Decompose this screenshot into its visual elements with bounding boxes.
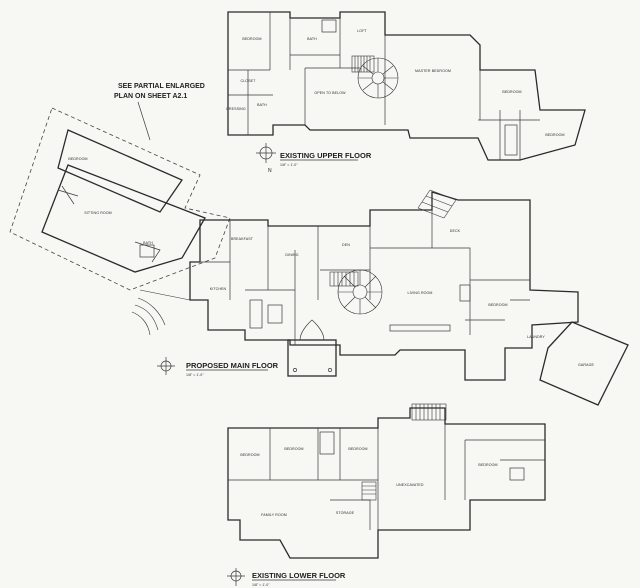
room-label: BATH (307, 37, 317, 41)
room-label: KITCHEN (210, 287, 227, 291)
room-label: DEN (342, 243, 350, 247)
upper-bath-fixture (321, 19, 337, 33)
room-label: FAMILY ROOM (261, 513, 287, 517)
upper-floor-outline (227, 11, 586, 161)
room-label: LOFT (357, 29, 367, 33)
upper-floor-interior-walls (228, 12, 540, 160)
room-label: BATH (257, 103, 267, 107)
room-label: LIVING ROOM (407, 291, 432, 295)
room-label: DRESSING (226, 107, 246, 111)
room-label: BEDROOM (242, 37, 261, 41)
main-floor-outline (189, 191, 579, 381)
upper-floor-scale: 1/8" = 1'-0" (280, 163, 298, 167)
sitting-room-interior (57, 185, 161, 263)
upper-stair-run (351, 55, 375, 73)
room-label: LAUNDRY (527, 335, 545, 339)
lower-stair-run (411, 403, 447, 421)
note-line-1: SEE PARTIAL ENLARGED (118, 83, 205, 90)
room-label: SITTING ROOM (84, 211, 112, 215)
new-bedroom-wing (57, 129, 183, 213)
main-floor-title: PROPOSED MAIN FLOOR (186, 361, 279, 370)
room-label: UNEXCAVATED (396, 483, 424, 487)
room-label: MASTER BEDROOM (415, 69, 451, 73)
north-label: N (268, 168, 272, 174)
room-label: OPEN TO BELOW (314, 91, 346, 95)
room-label: BEDROOM (68, 157, 87, 161)
enlarged-plan-boundary (9, 107, 231, 291)
lower-floor-outline (227, 407, 546, 559)
note-line-2: PLAN ON SHEET A2.1 (114, 93, 187, 100)
exterior-stair-top (417, 189, 457, 219)
living-room-hearth (389, 324, 451, 332)
room-label: DINING (285, 253, 298, 257)
room-label: DECK (450, 229, 461, 233)
garage-outline (539, 321, 629, 406)
main-floor-plan: BEDROOM SITTING ROOM BATH BREAKFAST KITC… (9, 107, 629, 406)
upper-bath-fixture-east (504, 124, 518, 156)
entry-doors (299, 319, 325, 341)
upper-floor-plan: BEDROOM BATH LOFT CLOSET DRESSING BATH O… (226, 11, 586, 174)
partial-plan-note: SEE PARTIAL ENLARGED PLAN ON SHEET A2.1 (114, 83, 205, 141)
room-label: BEDROOM (240, 453, 259, 457)
lower-bath-fixture (319, 431, 335, 455)
room-label: STORAGE (336, 511, 355, 515)
room-label: BEDROOM (545, 133, 564, 137)
lower-bath-fixture-east (509, 467, 525, 481)
main-floor-interior-walls (200, 210, 530, 345)
new-sitting-room (41, 164, 206, 273)
room-label: GARAGE (578, 363, 594, 367)
room-label: BEDROOM (284, 447, 303, 451)
main-north-icon (157, 357, 175, 375)
note-leader-line (137, 101, 151, 141)
upper-floor-title: EXISTING UPPER FLOOR (280, 151, 372, 160)
room-label: BREAKFAST (231, 237, 254, 241)
kitchen-island (267, 304, 283, 324)
lower-floor-scale: 1/8" = 1'-0" (252, 583, 270, 587)
kitchen-counter (249, 299, 263, 329)
room-label: BEDROOM (478, 463, 497, 467)
lower-north-icon (227, 568, 245, 586)
lower-floor-plan: BEDROOM BEDROOM BEDROOM FAMILY ROOM UNEX… (227, 403, 546, 587)
room-label: CLOSET (241, 79, 257, 83)
room-label: BEDROOM (502, 90, 521, 94)
main-spiral-stair (337, 269, 383, 315)
fireplace (459, 284, 471, 302)
north-arrow-icon: N (256, 143, 276, 174)
lower-floor-title: EXISTING LOWER FLOOR (252, 571, 346, 580)
new-bath-fixture (139, 244, 155, 258)
room-label: BEDROOM (348, 447, 367, 451)
exterior-stair-west (131, 289, 191, 336)
entry-deck (287, 339, 337, 377)
lower-floor-interior-walls (228, 424, 545, 530)
main-stair-run (329, 271, 359, 287)
room-label: BATH (143, 241, 153, 245)
room-label: BEDROOM (488, 303, 507, 307)
upper-spiral-stair (357, 57, 399, 99)
lower-interior-stair (361, 481, 377, 501)
main-floor-scale: 1/8" = 1'-0" (186, 373, 204, 377)
